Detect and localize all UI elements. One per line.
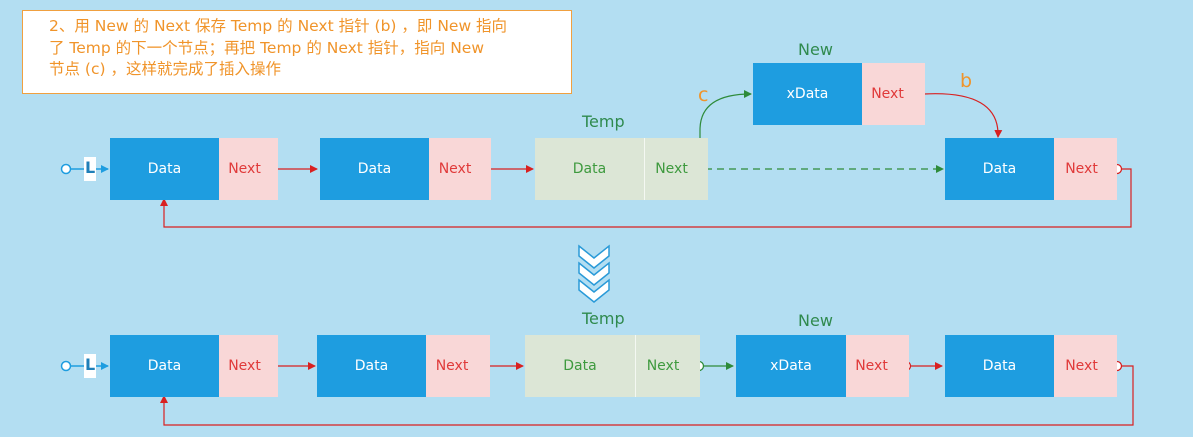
note-line-3: 节点 (c) ，这样就完成了插入操作: [49, 60, 281, 78]
next-field: Next: [636, 335, 700, 397]
top-temp-caption: Temp: [582, 112, 625, 131]
top-node-4: Data Next: [945, 138, 1117, 200]
bottom-node-5: Data Next: [945, 335, 1117, 397]
next-field: Next: [862, 63, 925, 125]
data-field: xData: [753, 63, 862, 125]
down-chevron-icon: [578, 244, 610, 303]
top-node-new: xData Next: [753, 63, 925, 125]
next-field: Next: [846, 335, 909, 397]
bottom-red-links: [160, 362, 1134, 426]
note-line-2: 了 Temp 的下一个节点；再把 Temp 的 Next 指针，指向 New: [49, 38, 485, 57]
bottom-node-temp: Data Next: [525, 335, 700, 397]
arrow-b-label: b: [960, 70, 973, 92]
note-line-1: 2、用 New 的 Next 保存 Temp 的 Next 指针 (b) ，即 …: [49, 17, 508, 35]
data-field: Data: [945, 335, 1054, 397]
top-node-1: Data Next: [110, 138, 278, 200]
top-green-links: [699, 90, 944, 173]
top-head-label: L: [85, 158, 96, 177]
next-field: Next: [219, 138, 278, 200]
bottom-node-1: Data Next: [110, 335, 278, 397]
bottom-head-pointer: [60, 354, 109, 378]
top-head-pointer: [60, 157, 109, 181]
arrow-c-label: c: [698, 84, 709, 106]
next-field: Next: [1054, 335, 1117, 397]
data-field: Data: [945, 138, 1054, 200]
bottom-head-label: L: [85, 355, 96, 374]
top-red-links: [160, 93, 1132, 228]
data-field: Data: [525, 335, 636, 397]
bottom-node-new: xData Next: [736, 335, 909, 397]
next-field: Next: [1054, 138, 1117, 200]
data-field: xData: [736, 335, 846, 397]
bottom-node-2: Data Next: [317, 335, 490, 397]
bottom-new-caption: New: [798, 311, 833, 330]
top-node-temp: Data Next: [535, 138, 708, 200]
next-field: Next: [426, 335, 490, 397]
data-field: Data: [110, 335, 219, 397]
data-field: Data: [110, 138, 219, 200]
data-field: Data: [535, 138, 645, 200]
explanation-note: 2、用 New 的 Next 保存 Temp 的 Next 指针 (b) ，即 …: [22, 10, 572, 94]
next-field: Next: [429, 138, 491, 200]
next-field: Next: [219, 335, 278, 397]
top-new-caption: New: [798, 40, 833, 59]
data-field: Data: [320, 138, 429, 200]
top-node-2: Data Next: [320, 138, 491, 200]
bottom-temp-caption: Temp: [582, 309, 625, 328]
data-field: Data: [317, 335, 426, 397]
next-field: Next: [645, 138, 708, 200]
